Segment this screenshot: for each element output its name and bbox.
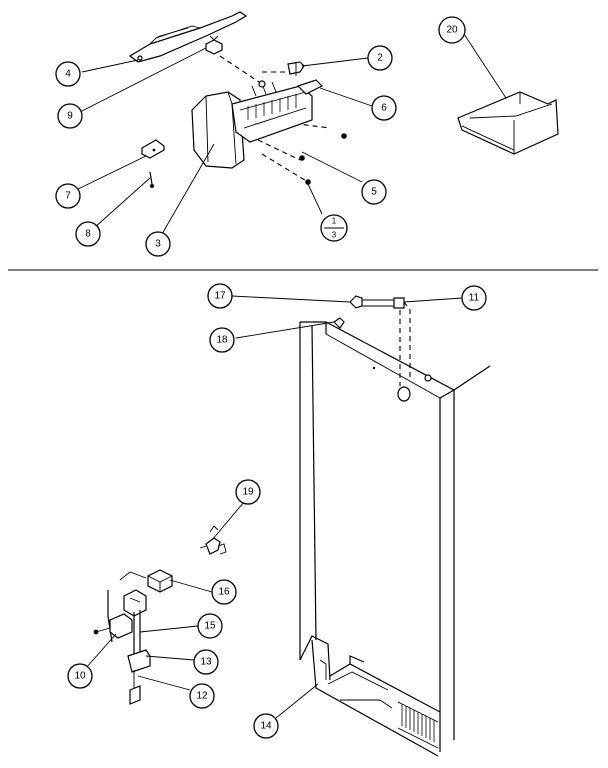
part-4-bracket [128,11,248,63]
callout-9-label: 9 [67,111,73,122]
callout-2: 2 [367,45,393,71]
callout-14: 14 [253,713,279,739]
callout-12: 12 [189,683,215,709]
callout-5-label: 5 [371,187,377,198]
part-14-drain-area [299,635,441,757]
callout-18: 18 [209,327,235,353]
screws [299,133,347,185]
callout-5: 5 [361,179,387,205]
callout-13-label: 13 [200,657,212,668]
callout-15: 15 [197,613,223,639]
callout-11-label: 11 [469,293,480,304]
alignment-dash-4 [257,139,301,161]
part-6-arm [296,79,324,95]
callout-17-label: 17 [214,291,226,302]
cabinet-back [299,321,491,752]
callout-3-label: 3 [155,239,161,250]
callout-7-label: 7 [65,191,71,202]
callout-6: 6 [371,95,397,121]
callout-1-label: 1 [332,217,337,226]
callout-3: 3 [145,231,171,257]
part-7-block [141,139,165,159]
part-16-solenoid [147,569,173,593]
callout-11: 11 [461,285,487,311]
callout-10: 10 [67,663,93,689]
leader-lines-top [75,33,507,235]
valve-assembly [93,571,151,705]
callout-19-label: 19 [242,487,254,498]
alignment-dash-1 [219,55,263,85]
callout-7: 7 [55,183,81,209]
part-9-fitting [205,35,223,55]
part-2-clip [287,61,305,76]
leader-lines-bottom [85,295,463,719]
callout-16-label: 16 [218,587,230,598]
callout-6-label: 6 [381,103,387,114]
callout-4-label: 4 [65,69,71,80]
callout-8: 8 [75,221,101,247]
part-17-fill-tube [349,295,411,386]
callout-14-label: 14 [260,721,272,732]
callout-20-label: 20 [446,25,458,36]
callout-20: 20 [438,16,466,44]
callout-2-label: 2 [377,53,383,64]
callout-15-label: 15 [204,621,216,632]
part-20-ice-bin [457,91,559,155]
callout-12-label: 12 [196,691,208,702]
part-8-screw [149,171,154,188]
callout-1-over-3: 1 3 [320,214,348,242]
callout-4: 4 [55,61,81,87]
callout-8-label: 8 [85,229,91,240]
callout-10-label: 10 [74,671,86,682]
callout-18-label: 18 [216,335,228,346]
callout-1b-label: 3 [332,231,337,240]
callout-16: 16 [211,579,237,605]
callout-17: 17 [207,283,233,309]
callout-9: 9 [57,103,83,129]
callout-19: 19 [235,479,261,505]
part-18-fitting [333,317,345,329]
callout-13: 13 [193,649,219,675]
part-19-valve [199,525,227,555]
ice-maker-mold [231,80,313,143]
